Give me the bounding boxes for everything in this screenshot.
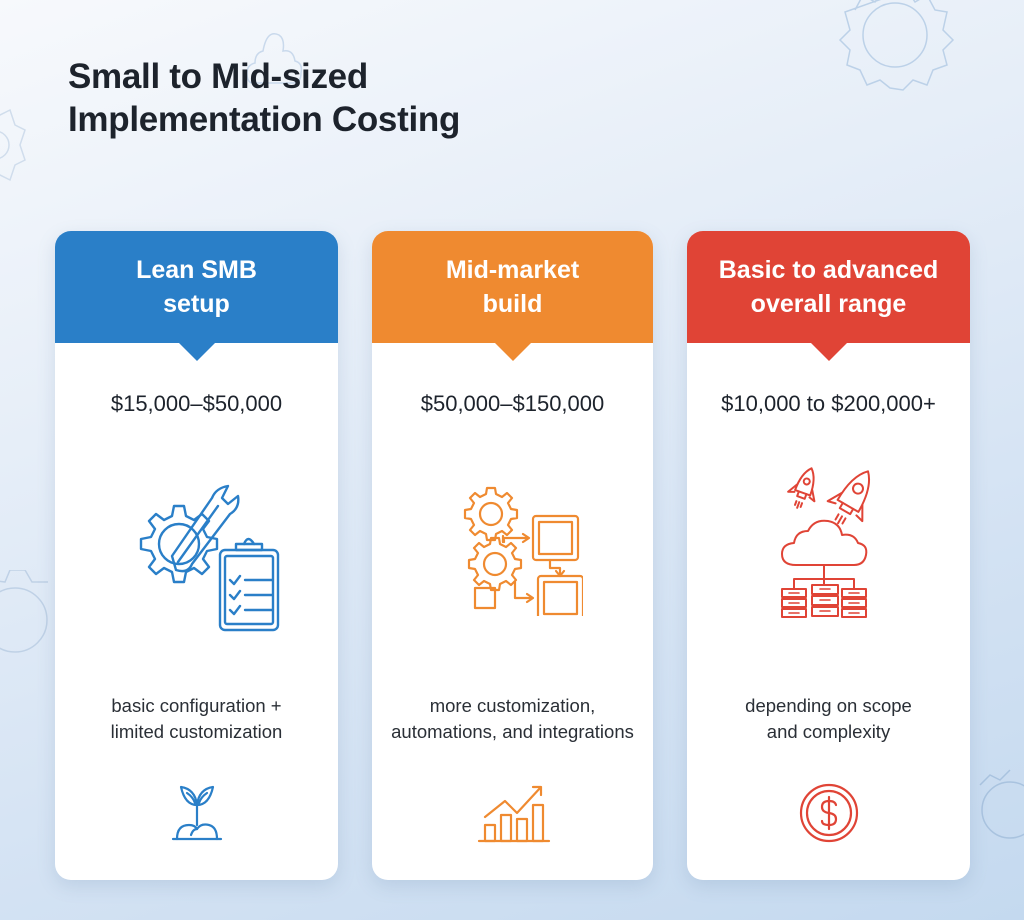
header-pointer bbox=[494, 343, 531, 361]
background-gear-icon bbox=[979, 769, 1024, 839]
card-description: basic configuration +limited customizati… bbox=[110, 695, 283, 742]
title-line-2: Implementation Costing bbox=[68, 100, 461, 139]
gear-wrench-clipboard-icon bbox=[139, 484, 279, 632]
rockets-cloud-servers-icon bbox=[780, 467, 870, 618]
header-pointer bbox=[810, 343, 847, 361]
price-range: $10,000 to $200,000+ bbox=[721, 391, 936, 416]
background-gear-icon bbox=[0, 570, 48, 653]
page-title: Small to Mid-sized Implementation Costin… bbox=[68, 55, 460, 141]
sprout-icon bbox=[171, 785, 222, 841]
header-pointer bbox=[178, 343, 215, 361]
growth-chart-icon bbox=[477, 785, 550, 843]
background-gear-icon bbox=[838, 0, 955, 91]
dollar-coin-icon bbox=[799, 783, 858, 843]
price-range: $50,000–$150,000 bbox=[420, 391, 605, 416]
card-description: more customization,automations, and inte… bbox=[391, 695, 634, 742]
background-gear-icon bbox=[0, 108, 26, 182]
gears-workflow-icon bbox=[463, 486, 583, 616]
price-range: $15,000–$50,000 bbox=[110, 391, 283, 416]
title-line-1: Small to Mid-sized bbox=[68, 57, 368, 96]
